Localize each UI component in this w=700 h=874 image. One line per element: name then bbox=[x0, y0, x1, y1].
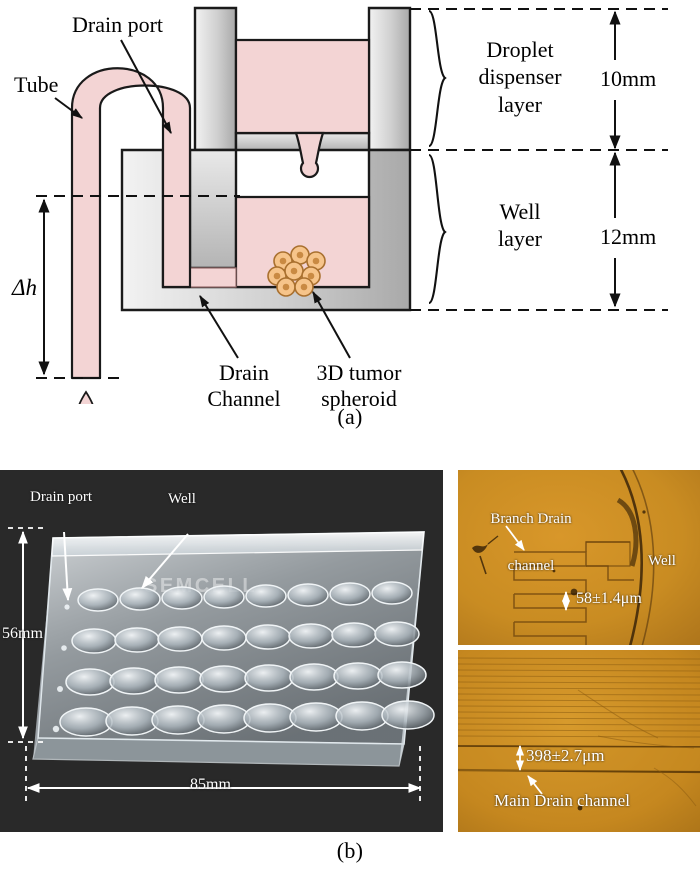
dispenser-layer-line2: dispenser bbox=[478, 64, 562, 90]
well-layer-line1: Well bbox=[499, 199, 541, 224]
branch-leader-arrow bbox=[505, 525, 525, 551]
leader-lines bbox=[54, 39, 351, 359]
label-tumor-spheroid: 3D tumor spheroid bbox=[300, 360, 418, 411]
drain-port-holes bbox=[52, 604, 70, 733]
dimension-well-thickness: 12mm bbox=[600, 224, 657, 249]
plate-dimension-height: 56mm bbox=[2, 625, 43, 642]
label-dispenser-layer: Droplet dispenser layer bbox=[455, 36, 585, 118]
tube bbox=[70, 67, 192, 380]
label-drain-channel-line2: Channel bbox=[207, 385, 281, 411]
branch-label-line1: Branch Drain bbox=[490, 510, 572, 527]
panel-a-schematic: Δh bbox=[11, 6, 668, 411]
panel-b-caption: (b) bbox=[336, 838, 364, 863]
label-drain-port: Drain port bbox=[72, 12, 164, 37]
label-spheroid-line2: spheroid bbox=[321, 385, 397, 411]
plate-photograph: SEMCELL bbox=[0, 470, 443, 832]
label-drain-channel: Drain Channel bbox=[196, 360, 292, 411]
well-fluid bbox=[234, 195, 371, 289]
branch-label: Branch Drain channel bbox=[466, 480, 596, 606]
branch-label-well: Well bbox=[648, 553, 676, 569]
plate-label-well: Well bbox=[168, 491, 196, 507]
dimension-dispenser-thickness: 10mm bbox=[600, 66, 657, 91]
plate-annotations bbox=[8, 527, 422, 802]
plate-label-drain-port: Drain port bbox=[30, 489, 93, 505]
panel-b-photographs: SEMCELL bbox=[0, 470, 700, 832]
reference-lines bbox=[36, 8, 668, 379]
label-well-layer: Well layer bbox=[455, 198, 585, 253]
delta-h-label: Δh bbox=[11, 275, 37, 300]
tumor-spheroid bbox=[267, 245, 326, 297]
dispenser-layer-line3: layer bbox=[498, 91, 542, 117]
main-leader-arrow bbox=[527, 775, 543, 795]
well-grid bbox=[59, 581, 435, 737]
label-drain-channel-line1: Drain bbox=[218, 360, 270, 385]
dispenser-layer-line1: Droplet bbox=[486, 37, 554, 62]
label-spheroid-line1: 3D tumor bbox=[316, 360, 402, 385]
main-channel-micrograph: 398±2.7μm Main Drain channel bbox=[458, 650, 700, 832]
branch-label-line2: channel bbox=[507, 557, 555, 574]
panel-a-caption: (a) bbox=[337, 404, 363, 429]
main-channel-label: Main Drain channel bbox=[494, 791, 630, 810]
branch-channel-micrograph: Branch Drain channel Well 58±1.4μm bbox=[458, 470, 700, 645]
tube-droplet bbox=[78, 390, 94, 404]
main-measurement: 398±2.7μm bbox=[526, 746, 605, 765]
well-layer-line2: layer bbox=[498, 226, 542, 252]
droplet-nozzle bbox=[294, 131, 325, 179]
plate-dimension-width: 85mm bbox=[190, 776, 231, 793]
label-tube: Tube bbox=[14, 72, 59, 97]
dispenser-fluid bbox=[234, 38, 371, 135]
serpentine-channel bbox=[513, 541, 634, 645]
layer-braces bbox=[427, 9, 447, 305]
striations bbox=[458, 657, 700, 738]
branch-measurement: 58±1.4μm bbox=[576, 590, 642, 607]
